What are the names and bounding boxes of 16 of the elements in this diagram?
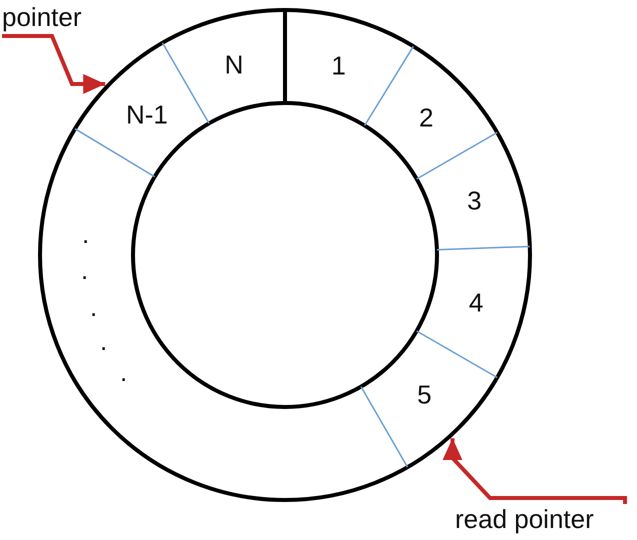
ellipsis-dot: . (82, 224, 90, 244)
pointer-arrow (2, 34, 106, 94)
buffer-slot: N (224, 50, 244, 80)
pointer-arrow (442, 438, 627, 504)
buffer-slot: 1 (331, 50, 346, 80)
pointer-label: pointer (2, 2, 82, 32)
ellipsis-dot: . (120, 362, 128, 382)
ellipsis-dot: . (90, 297, 98, 317)
buffer-slot: 5 (417, 379, 432, 410)
buffer-slot: N-1 (126, 100, 168, 130)
buffer-slot: 4 (468, 288, 484, 318)
buffer-slot: 3 (467, 186, 482, 216)
pointer-label: read pointer (455, 504, 594, 534)
buffer-slot: 2 (419, 102, 434, 133)
ellipsis-dot: . (81, 260, 88, 280)
ellipsis-dot: . (100, 331, 108, 351)
